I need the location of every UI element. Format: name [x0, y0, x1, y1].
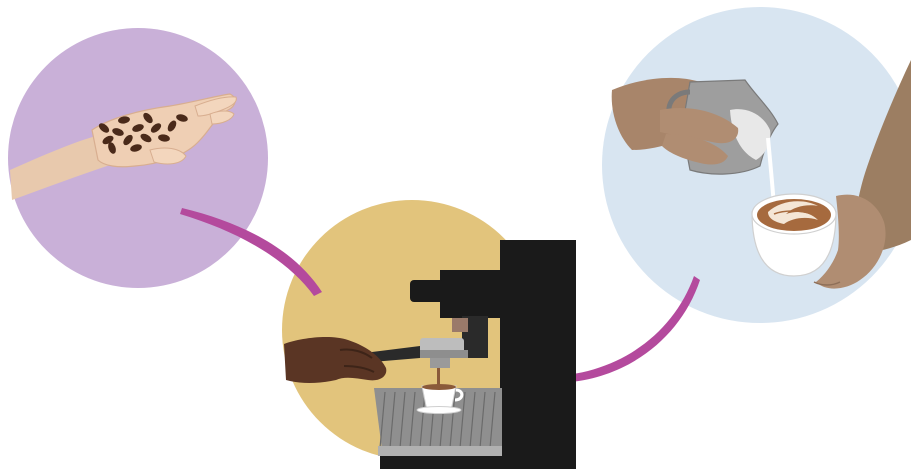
illustration-canvas: [0, 0, 911, 469]
coffee-process-illustration: [0, 0, 911, 469]
